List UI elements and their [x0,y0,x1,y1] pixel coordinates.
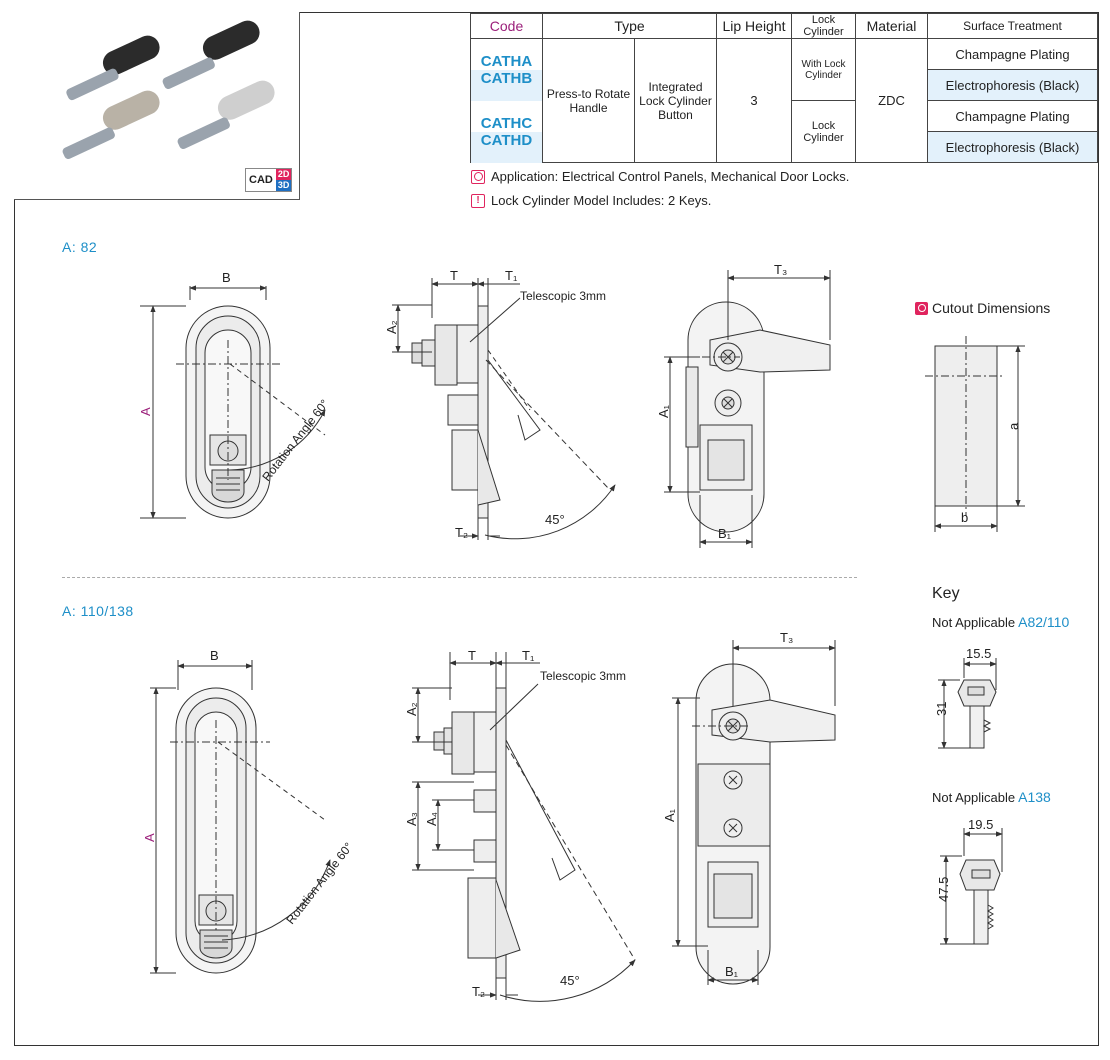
product-photo [62,20,275,160]
note-application: Application: Electrical Control Panels, … [471,169,849,184]
cad-2d: 2D [275,169,292,180]
key-note-1-value: A82/110 [1018,614,1070,630]
surface-a: Champagne Plating [927,38,1098,70]
code-cathb: CATHB [470,69,543,101]
code-cathc: CATHC [470,100,543,132]
note-keys: ! Lock Cylinder Model Includes: 2 Keys. [471,193,711,208]
note-keys-text: Lock Cylinder Model Includes: 2 Keys. [491,193,712,208]
key-note-1-label: Not Applicable [932,615,1016,630]
key-note-2-value: A138 [1018,789,1051,805]
circle-icon [471,169,485,184]
lip-height-value: 3 [716,38,792,163]
cutout-title-text: Cutout Dimensions [932,300,1051,316]
key-note-1: Not Applicable A82/110 [932,614,1069,630]
header-lock-cylinder: Lock Cylinder [791,13,856,39]
key-note-2-label: Not Applicable [932,790,1016,805]
lock-with-cylinder: With Lock Cylinder [791,38,856,101]
material-value: ZDC [855,38,928,163]
code-cathd: CATHD [470,131,543,163]
surface-b: Electrophoresis (Black) [927,69,1098,101]
surface-d: Electrophoresis (Black) [927,131,1098,163]
header-code: Code [470,13,543,39]
type-integrated-lock: Integrated Lock Cylinder Button [634,38,717,163]
cad-label: CAD [249,174,273,186]
spec-table: Code Type Lip Height Lock Cylinder Mater… [470,13,1098,163]
header-type: Type [542,13,717,39]
page-frame [14,12,1099,1046]
key-note-2: Not Applicable A138 [932,789,1051,805]
circle-icon [915,301,928,315]
exclamation-icon: ! [471,193,485,208]
code-catha: CATHA [470,38,543,70]
note-application-text: Application: Electrical Control Panels, … [491,169,850,184]
key-title: Key [932,585,960,602]
section-label-top: A: 82 [62,239,98,255]
cutout-title: Cutout Dimensions [915,300,1050,316]
header-lip-height: Lip Height [716,13,792,39]
surface-c: Champagne Plating [927,100,1098,132]
cad-3d: 3D [275,180,292,191]
header-surface: Surface Treatment [927,13,1098,39]
cad-badge[interactable]: CAD 2D 3D [245,168,293,192]
type-press-rotate: Press-to Rotate Handle [542,38,635,163]
section-divider [62,577,857,578]
section-label-bottom: A: 110/138 [62,603,134,619]
header-material: Material [855,13,928,39]
lock-cylinder-only: Lock Cylinder [791,100,856,163]
